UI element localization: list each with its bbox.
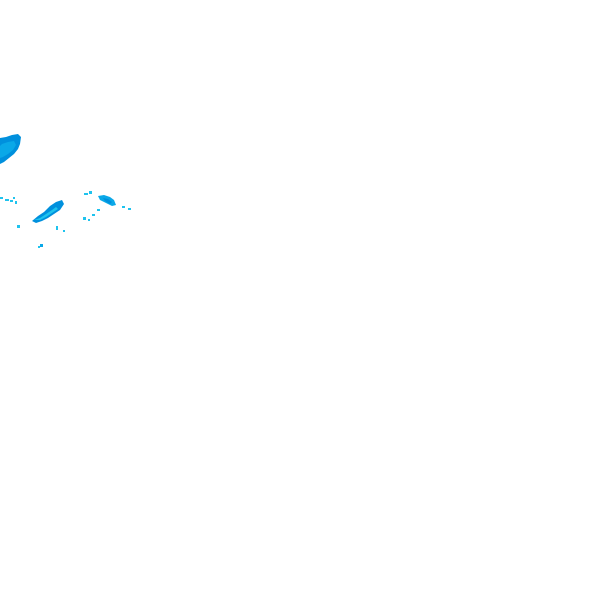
- echo-speck: [83, 217, 86, 220]
- echo-speck: [10, 200, 13, 202]
- echo-patch-small-core: [103, 198, 112, 204]
- echo-speck: [40, 244, 43, 247]
- echo-streak: [32, 200, 64, 223]
- echo-speck: [122, 206, 125, 208]
- echo-speck: [5, 199, 9, 201]
- echo-speck: [15, 201, 17, 204]
- echo-streak-edge: [34, 207, 58, 220]
- echo-speck: [0, 197, 3, 199]
- echo-speck: [17, 225, 20, 228]
- echo-speck: [88, 219, 90, 221]
- echo-speck: [13, 197, 15, 199]
- echo-speck: [56, 226, 58, 230]
- echo-speck: [92, 214, 95, 216]
- echo-speck: [63, 230, 65, 232]
- echo-speck: [84, 193, 88, 195]
- echo-speck: [38, 246, 40, 248]
- echo-speck: [89, 191, 92, 194]
- echo-speck: [128, 208, 131, 210]
- echo-speck: [97, 209, 100, 211]
- echo-patch-large-core: [0, 141, 16, 158]
